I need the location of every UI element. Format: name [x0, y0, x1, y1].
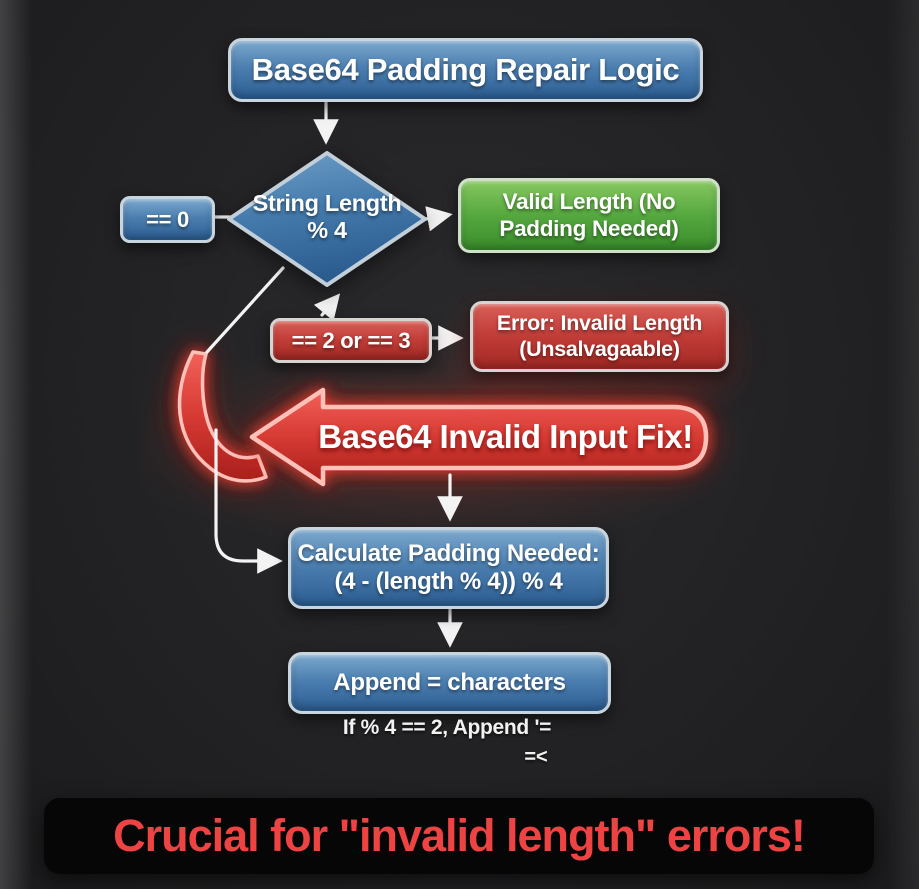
- decision-line1: String Length: [252, 190, 402, 216]
- footer-label: Crucial for "invalid length" errors!: [113, 810, 806, 861]
- case-two-or-three-node: == 2 or == 3: [270, 318, 432, 363]
- fix-banner-label: Base64 Invalid Input Fix!: [318, 410, 693, 464]
- decision-node-label: String Length % 4: [237, 190, 417, 245]
- title-label: Base64 Padding Repair Logic: [251, 51, 680, 87]
- note-line1: If % 4 == 2, Append '=: [342, 716, 552, 739]
- calculate-line1: Calculate Padding Needed:: [297, 539, 600, 567]
- curved-hook-arrow: [177, 350, 268, 483]
- connector-decision-to-valid: [424, 206, 453, 232]
- case-two-or-three-label: == 2 or == 3: [291, 327, 411, 353]
- fix-banner-text: Base64 Invalid Input Fix!: [318, 418, 693, 455]
- decision-line2: % 4: [307, 217, 347, 244]
- case-zero-node: == 0: [120, 196, 215, 243]
- note-line2: =<: [524, 746, 548, 768]
- append-node: Append = characters: [288, 652, 611, 714]
- error-line1: Error: Invalid Length: [496, 311, 703, 336]
- error-line2: (Unsalvagaable): [519, 336, 680, 361]
- append-label: Append = characters: [333, 668, 566, 696]
- case-zero-label: == 0: [146, 206, 189, 232]
- connector-case23-to-decision: [313, 293, 341, 322]
- error-node: Error: Invalid Length (Unsalvagaable): [470, 301, 729, 372]
- calculate-padding-node: Calculate Padding Needed: (4 - (length %…: [288, 527, 609, 609]
- valid-line1: Valid Length (No: [502, 188, 676, 214]
- footer-banner: Crucial for "invalid length" errors!: [44, 798, 874, 874]
- connector-left-to-calculate: [214, 428, 283, 574]
- calculate-line2: (4 - (length % 4)) % 4: [334, 568, 563, 595]
- valid-line2: Padding Needed): [499, 215, 679, 241]
- valid-length-node: Valid Length (No Padding Needed): [458, 178, 720, 253]
- title-node: Base64 Padding Repair Logic: [228, 38, 703, 102]
